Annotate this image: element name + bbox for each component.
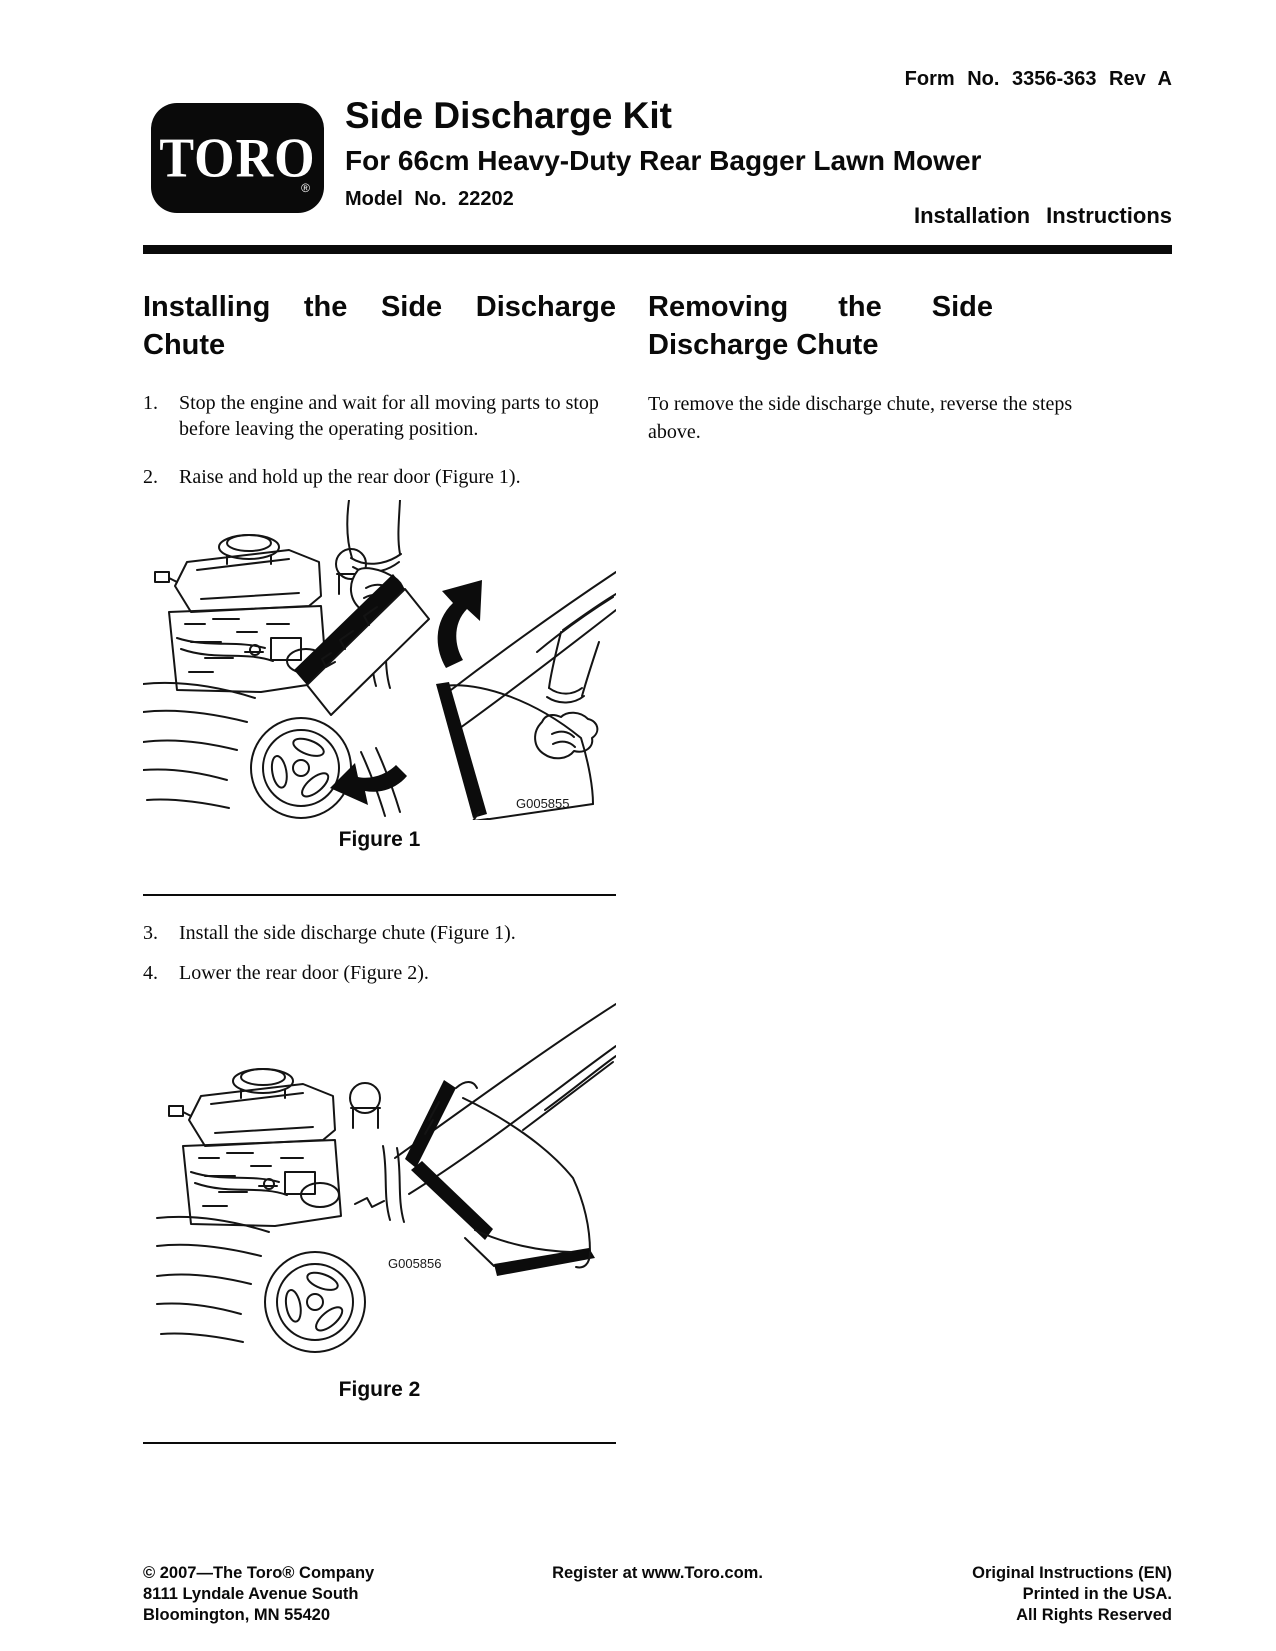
divider — [143, 1442, 616, 1444]
step-number: 3. — [143, 922, 158, 944]
rear-door-raised — [294, 574, 430, 716]
step-item-3: 3. Install the side discharge chute (Fig… — [143, 920, 616, 946]
step-item-2: 2. Raise and hold up the rear door (Figu… — [143, 464, 616, 490]
rear-door-lowered — [405, 1080, 493, 1240]
step-text: Stop the engine and wait for all moving … — [179, 392, 599, 440]
step-number: 1. — [143, 392, 158, 414]
toro-logo: TORO ® — [151, 103, 324, 213]
footer-line: Printed in the USA. — [1022, 1585, 1172, 1603]
step-text: Raise and hold up the rear door (Figure … — [179, 466, 521, 488]
footer-line: 8111 Lyndale Avenue South — [143, 1585, 359, 1603]
install-heading: Installing the Side Discharge Chute — [143, 291, 616, 361]
lower-hand — [534, 631, 600, 760]
figure-2: G005856 Figure 2 — [143, 998, 616, 1402]
hook-arrow-icon — [330, 763, 407, 805]
footer-register-note: Register at www.Toro.com. — [552, 1564, 763, 1582]
footer-line: Original Instructions (EN) — [972, 1564, 1172, 1582]
form-number: Form No. 3356-363 Rev A — [904, 68, 1172, 90]
model-number: Model No. 22202 — [345, 188, 514, 210]
handle-bars — [442, 571, 616, 729]
step-number: 2. — [143, 466, 158, 488]
step-item-4: 4. Lower the rear door (Figure 2). — [143, 960, 616, 986]
toro-logo-text: TORO — [159, 127, 316, 189]
remove-body-text: To remove the side discharge chute, reve… — [648, 393, 1073, 443]
document-subtitle: For 66cm Heavy-Duty Rear Bagger Lawn Mow… — [345, 145, 982, 176]
step-number: 4. — [143, 962, 158, 984]
footer-line: © 2007—The Toro® Company — [143, 1564, 375, 1582]
footer-company-block: © 2007—The Toro® Company 8111 Lyndale Av… — [143, 1563, 374, 1626]
header-rule — [143, 245, 1172, 254]
title-block: Side Discharge Kit For 66cm Heavy-Duty R… — [345, 97, 981, 211]
figure-2-caption: Figure 2 — [338, 1378, 421, 1401]
install-section: Installing the Side Discharge Chute 1. S… — [143, 288, 616, 1444]
side-discharge-chute — [436, 682, 594, 820]
figure-2-art-code: G005856 — [388, 1256, 442, 1271]
raise-arrow-icon — [437, 580, 482, 668]
document-title: Side Discharge Kit — [345, 95, 672, 136]
remove-section: Removing the Side Discharge Chute To rem… — [648, 288, 1118, 466]
handle-bars — [394, 1003, 616, 1195]
figure-1-illustration: G005855 — [143, 500, 616, 820]
side-discharge-chute-installed — [462, 1097, 595, 1276]
figure-2-illustration: G005856 — [156, 1003, 616, 1353]
step-text: Lower the rear door (Figure 2). — [179, 962, 429, 984]
divider — [143, 894, 616, 896]
document-type-label: Installation Instructions — [913, 203, 1172, 228]
footer-rights-block: Original Instructions (EN) Printed in th… — [972, 1563, 1172, 1626]
remove-heading: Removing the Side Discharge Chute — [648, 291, 993, 361]
figure-1-caption: Figure 1 — [338, 828, 421, 851]
registered-trademark-icon: ® — [301, 181, 310, 195]
step-text: Install the side discharge chute (Figure… — [179, 922, 516, 944]
footer-line: Bloomington, MN 55420 — [143, 1606, 331, 1624]
step-item-1: 1. Stop the engine and wait for all movi… — [143, 390, 616, 442]
figure-1-art-code: G005855 — [516, 796, 570, 811]
figure-1: G005855 Figure 1 — [143, 500, 616, 852]
footer-line: All Rights Reserved — [1016, 1606, 1172, 1624]
